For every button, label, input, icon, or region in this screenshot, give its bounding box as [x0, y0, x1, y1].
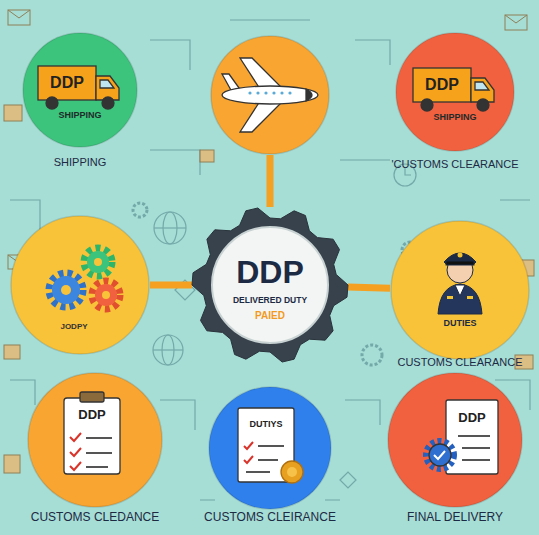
connector-line [348, 287, 390, 288]
truck-icon [38, 66, 119, 109]
node-label: CUSTOMS CLEIRANCE [204, 511, 336, 524]
node-title: DDP [236, 255, 304, 290]
node-title: DDP [50, 74, 84, 92]
node-label: DELIVERED DUTY [233, 296, 307, 305]
node-label: 'CUSTOMS CLEARANCE [391, 158, 518, 170]
node-label: SHIPPING [54, 156, 107, 168]
gears-icon [49, 248, 120, 309]
node-label: SHIPPING [58, 111, 101, 121]
node-label: CUSTOMS CLEARANCE [397, 356, 522, 368]
node-title: DDP [425, 76, 459, 94]
connector-line [267, 155, 274, 207]
document-icon [238, 408, 303, 483]
node-title: JODPY [60, 323, 87, 332]
officer-icon [438, 253, 482, 315]
node-title: DUTIYS [249, 420, 282, 430]
node-label: CUSTOMS CLEDANCE [31, 511, 159, 524]
central-gear: DDP DELIVERED DUTY PAIED [192, 207, 348, 363]
node-title: DDP [78, 408, 105, 422]
truck-icon [413, 68, 494, 111]
clipboard-icon [64, 392, 120, 474]
node-label: SHIPPING [433, 113, 476, 123]
node-title: DUTIES [443, 319, 476, 329]
node-title: DDP [458, 411, 485, 425]
node-label: FINAL DELIVERY [407, 511, 503, 524]
airplane-icon [222, 58, 318, 132]
connector-line [150, 282, 192, 289]
delivery-document-icon [426, 400, 498, 474]
node-label: PAIED [255, 310, 285, 321]
